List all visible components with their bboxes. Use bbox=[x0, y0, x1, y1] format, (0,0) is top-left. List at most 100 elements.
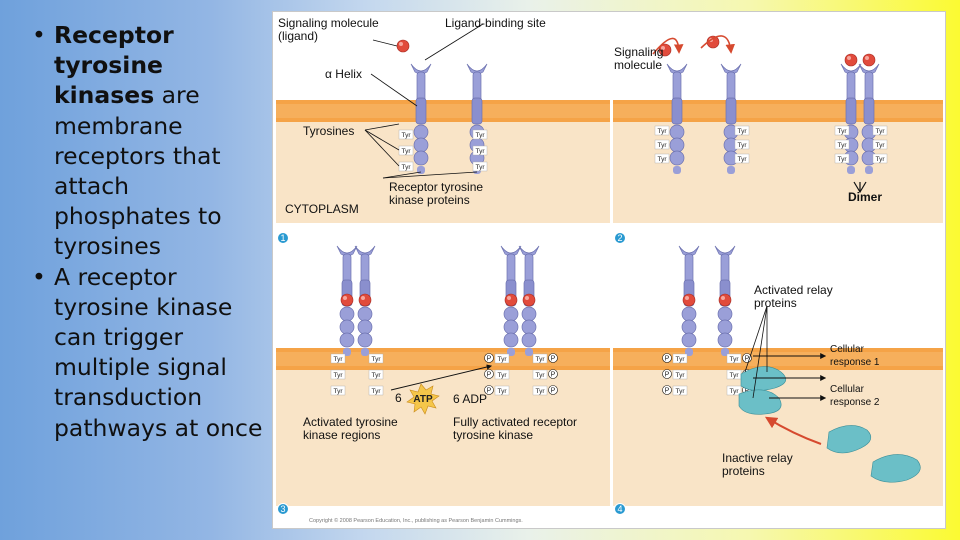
tyr-box bbox=[654, 125, 670, 136]
ligand-highlight bbox=[525, 296, 529, 300]
relay-pointer bbox=[744, 305, 768, 373]
tyr-label: Tyr bbox=[475, 148, 485, 155]
copyright-credit: Copyright © 2008 Pearson Education, Inc.… bbox=[309, 518, 523, 524]
tyr-label: Tyr bbox=[401, 164, 411, 171]
membrane-core bbox=[276, 104, 610, 118]
ligand-highlight bbox=[343, 296, 347, 300]
tyr-box bbox=[494, 369, 510, 380]
tyr-label: Tyr bbox=[657, 142, 667, 149]
tyr-label: Tyr bbox=[875, 128, 885, 135]
tyr-label: Tyr bbox=[729, 388, 739, 395]
tyr-box bbox=[330, 353, 346, 364]
tyr-label: Tyr bbox=[535, 388, 545, 395]
phosphorylation-arrow bbox=[390, 364, 493, 391]
tyr-label: Tyr bbox=[497, 388, 507, 395]
tyrosine-pointer bbox=[364, 129, 400, 167]
inactive-relay-protein bbox=[870, 454, 921, 483]
tail-segment bbox=[669, 150, 685, 166]
tyr-box bbox=[330, 369, 346, 380]
alpha-helix bbox=[415, 97, 427, 125]
tail-segment bbox=[717, 306, 733, 322]
tyr-label: Tyr bbox=[675, 356, 685, 363]
ligand-highlight bbox=[847, 56, 851, 60]
phosphate-label: P bbox=[665, 372, 670, 379]
receptor-proteins-label: Receptor tyrosine kinase proteins bbox=[389, 180, 484, 207]
bound-ligand bbox=[682, 293, 696, 307]
tyr-box bbox=[368, 369, 384, 380]
phosphate-label: P bbox=[551, 356, 556, 363]
phosphate-label: P bbox=[487, 356, 492, 363]
phosphate-label: P bbox=[745, 356, 750, 363]
tyr-box bbox=[726, 353, 742, 364]
tyr-box bbox=[494, 385, 510, 396]
extracellular-domain bbox=[864, 71, 874, 103]
tail-segment bbox=[503, 306, 519, 322]
tyr-box bbox=[472, 129, 488, 140]
alpha-helix bbox=[671, 97, 683, 125]
tail-segment bbox=[503, 319, 519, 335]
ligand-highlight bbox=[721, 296, 725, 300]
tail-end bbox=[847, 166, 855, 174]
tail-segment bbox=[357, 332, 373, 348]
alpha-helix bbox=[863, 97, 875, 125]
tyr-box bbox=[472, 145, 488, 156]
tyr-label: Tyr bbox=[475, 132, 485, 139]
tyr-label: Tyr bbox=[333, 372, 343, 379]
tyrosine-pointer bbox=[364, 123, 400, 131]
tail-segment bbox=[357, 319, 373, 335]
bound-ligand bbox=[340, 293, 354, 307]
tyr-label: Tyr bbox=[475, 164, 485, 171]
tail-segment bbox=[681, 332, 697, 348]
signaling-receptor-left bbox=[678, 245, 700, 356]
tyr-label: Tyr bbox=[875, 156, 885, 163]
tail-segment bbox=[717, 319, 733, 335]
tyr-box bbox=[834, 153, 850, 164]
tail-segment bbox=[339, 319, 355, 335]
adp-label: 6 ADP bbox=[453, 392, 488, 406]
ligand-highlight bbox=[685, 296, 689, 300]
alpha-helix bbox=[845, 97, 857, 125]
tyr-label: Tyr bbox=[737, 142, 747, 149]
tyr-box bbox=[532, 369, 548, 380]
recruitment-arrow bbox=[764, 416, 822, 445]
phosphate-icon bbox=[484, 353, 494, 363]
tail-end bbox=[361, 348, 369, 356]
tail-segment bbox=[339, 306, 355, 322]
ligand-highlight bbox=[399, 42, 403, 46]
atp-count-label: 6 bbox=[395, 391, 402, 405]
tyr-box bbox=[672, 369, 688, 380]
tyr-label: Tyr bbox=[535, 356, 545, 363]
tyr-label: Tyr bbox=[371, 372, 381, 379]
tyr-box bbox=[654, 153, 670, 164]
step-number-1: 1 bbox=[277, 232, 289, 244]
tyr-label: Tyr bbox=[837, 156, 847, 163]
tail-end bbox=[727, 166, 735, 174]
phosphate-icon bbox=[548, 385, 558, 395]
extracellular-domain bbox=[472, 71, 482, 103]
tyr-label: Tyr bbox=[729, 372, 739, 379]
tyr-label: Tyr bbox=[371, 356, 381, 363]
tyr-box bbox=[398, 129, 414, 140]
extracellular-domain bbox=[684, 253, 694, 285]
tyr-box bbox=[654, 139, 670, 150]
cellular-response-1-label: Cellular response 1 bbox=[830, 344, 880, 368]
tyr-label: Tyr bbox=[737, 156, 747, 163]
tyr-box bbox=[672, 385, 688, 396]
step-number-4: 4 bbox=[614, 503, 626, 515]
extracellular-domain bbox=[720, 253, 730, 285]
bound-ligand bbox=[862, 53, 876, 67]
bullet-list: Receptor tyrosine kinases are membrane r… bbox=[28, 20, 268, 443]
phosphate-icon bbox=[662, 369, 672, 379]
tyr-label: Tyr bbox=[497, 372, 507, 379]
bound-ligand bbox=[358, 293, 372, 307]
phosphate-icon bbox=[548, 353, 558, 363]
activated-receptor-left bbox=[336, 245, 358, 356]
ligand-pointer bbox=[372, 39, 398, 47]
bound-ligand bbox=[718, 293, 732, 307]
step-number-3: 3 bbox=[277, 503, 289, 515]
tyr-box bbox=[734, 153, 750, 164]
alpha-helix bbox=[471, 97, 483, 125]
tail-segment bbox=[681, 306, 697, 322]
tyr-box bbox=[734, 125, 750, 136]
